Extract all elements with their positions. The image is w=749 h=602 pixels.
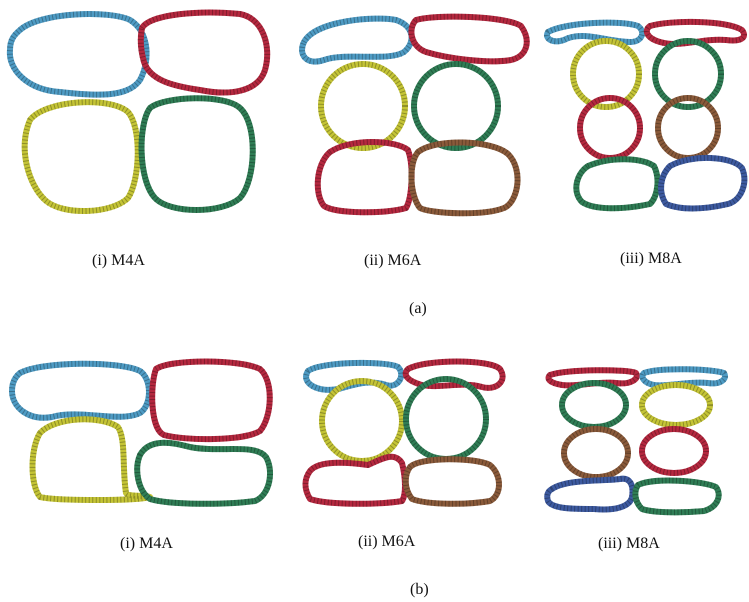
loop-brown <box>408 139 521 217</box>
tube-loops-a-m6a <box>299 13 530 217</box>
loop-green <box>403 376 489 462</box>
loop-green <box>134 439 273 507</box>
loop-brown-ribs <box>408 139 521 217</box>
loop-blue-ribs <box>299 15 415 65</box>
loop-yellow <box>21 99 141 214</box>
loop-blue-ribs <box>639 366 728 389</box>
loop-green-ribs <box>411 61 501 151</box>
panel-b-m4a <box>0 355 275 507</box>
loop-brown <box>402 456 502 507</box>
loop-brown <box>561 426 631 480</box>
loop-blue <box>544 19 646 45</box>
loop-yellow-ribs <box>21 99 141 214</box>
loop-yellow-ribs <box>319 378 405 464</box>
loop-red-ribs <box>149 358 273 443</box>
loop-blue <box>303 359 405 393</box>
loop-red-bottom <box>302 453 408 507</box>
loop-green-ribs <box>134 439 273 507</box>
loop-red-bottom-ribs <box>314 139 415 216</box>
panel-a-m8a <box>542 12 749 217</box>
caption-b-m8a: (iii) M8A <box>598 535 660 552</box>
loop-green <box>411 61 501 151</box>
tube-loops-b-m4a <box>9 358 273 507</box>
panel-b-m8a <box>544 365 729 516</box>
loop-yellow <box>570 38 642 110</box>
caption-a-m8a: (iii) M8A <box>620 250 682 267</box>
loop-red-ribs <box>545 367 640 389</box>
loop-yellow-ribs <box>318 61 408 151</box>
loop-yellow <box>318 61 408 151</box>
tube-loops-b-m8a <box>544 366 728 516</box>
loop-red <box>137 9 271 96</box>
loop-red <box>643 18 747 47</box>
loop-blue-ribs <box>9 360 152 421</box>
loop-yellow <box>29 416 153 503</box>
loop-navy-bottom <box>544 475 636 513</box>
loop-red-ribs <box>137 9 271 96</box>
loop-blue-ribs <box>6 11 150 98</box>
loop-blue <box>6 11 150 98</box>
tube-loops-a-m8a <box>544 18 748 212</box>
loop-red-mid-ribs <box>639 426 709 476</box>
loop-brown-ribs <box>561 426 631 480</box>
loop-green-ribs <box>138 95 256 213</box>
loop-brown-ribs <box>655 95 721 161</box>
caption-a-m6a: (ii) M6A <box>364 252 422 269</box>
panel-b-m6a <box>298 355 513 507</box>
loop-red-ribs <box>643 18 747 47</box>
loop-red <box>545 367 640 389</box>
loop-green-bottom <box>573 156 661 212</box>
loop-yellow <box>639 382 713 428</box>
loop-yellow-ribs <box>29 416 153 503</box>
loop-red-mid-ribs <box>577 95 643 161</box>
tube-loops-b-m6a <box>302 358 506 507</box>
loop-navy <box>658 154 748 212</box>
row-label-b: (b) <box>410 581 429 598</box>
loop-green <box>652 38 724 110</box>
caption-b-m6a: (ii) M6A <box>358 533 416 550</box>
loop-green <box>559 380 629 430</box>
row-label-a: (a) <box>409 300 427 317</box>
loop-green-ribs <box>403 376 489 462</box>
panel-a-m6a <box>296 10 536 220</box>
loop-red <box>408 13 530 65</box>
tube-loops-a-m4a <box>6 9 271 214</box>
loop-yellow-ribs <box>570 38 642 110</box>
loop-green-bottom-ribs <box>573 156 661 212</box>
caption-b-m4a: (i) M4A <box>120 535 173 552</box>
loop-red <box>402 358 506 391</box>
loop-brown-ribs <box>402 456 502 507</box>
loop-red-bottom <box>314 139 415 216</box>
loop-green-ribs <box>652 38 724 110</box>
loop-red <box>149 358 273 443</box>
loop-yellow-ribs <box>639 382 713 428</box>
caption-a-m4a: (i) M4A <box>92 252 145 269</box>
loop-navy-ribs <box>658 154 748 212</box>
loop-yellow <box>319 378 405 464</box>
panel-a-m4a <box>0 0 275 225</box>
loop-blue <box>9 360 152 421</box>
loop-green <box>138 95 256 213</box>
loop-blue <box>299 15 415 65</box>
loop-red-mid <box>639 426 709 476</box>
loop-green-bottom <box>632 477 722 516</box>
loop-navy-bottom-ribs <box>544 475 636 513</box>
loop-blue <box>639 366 728 389</box>
